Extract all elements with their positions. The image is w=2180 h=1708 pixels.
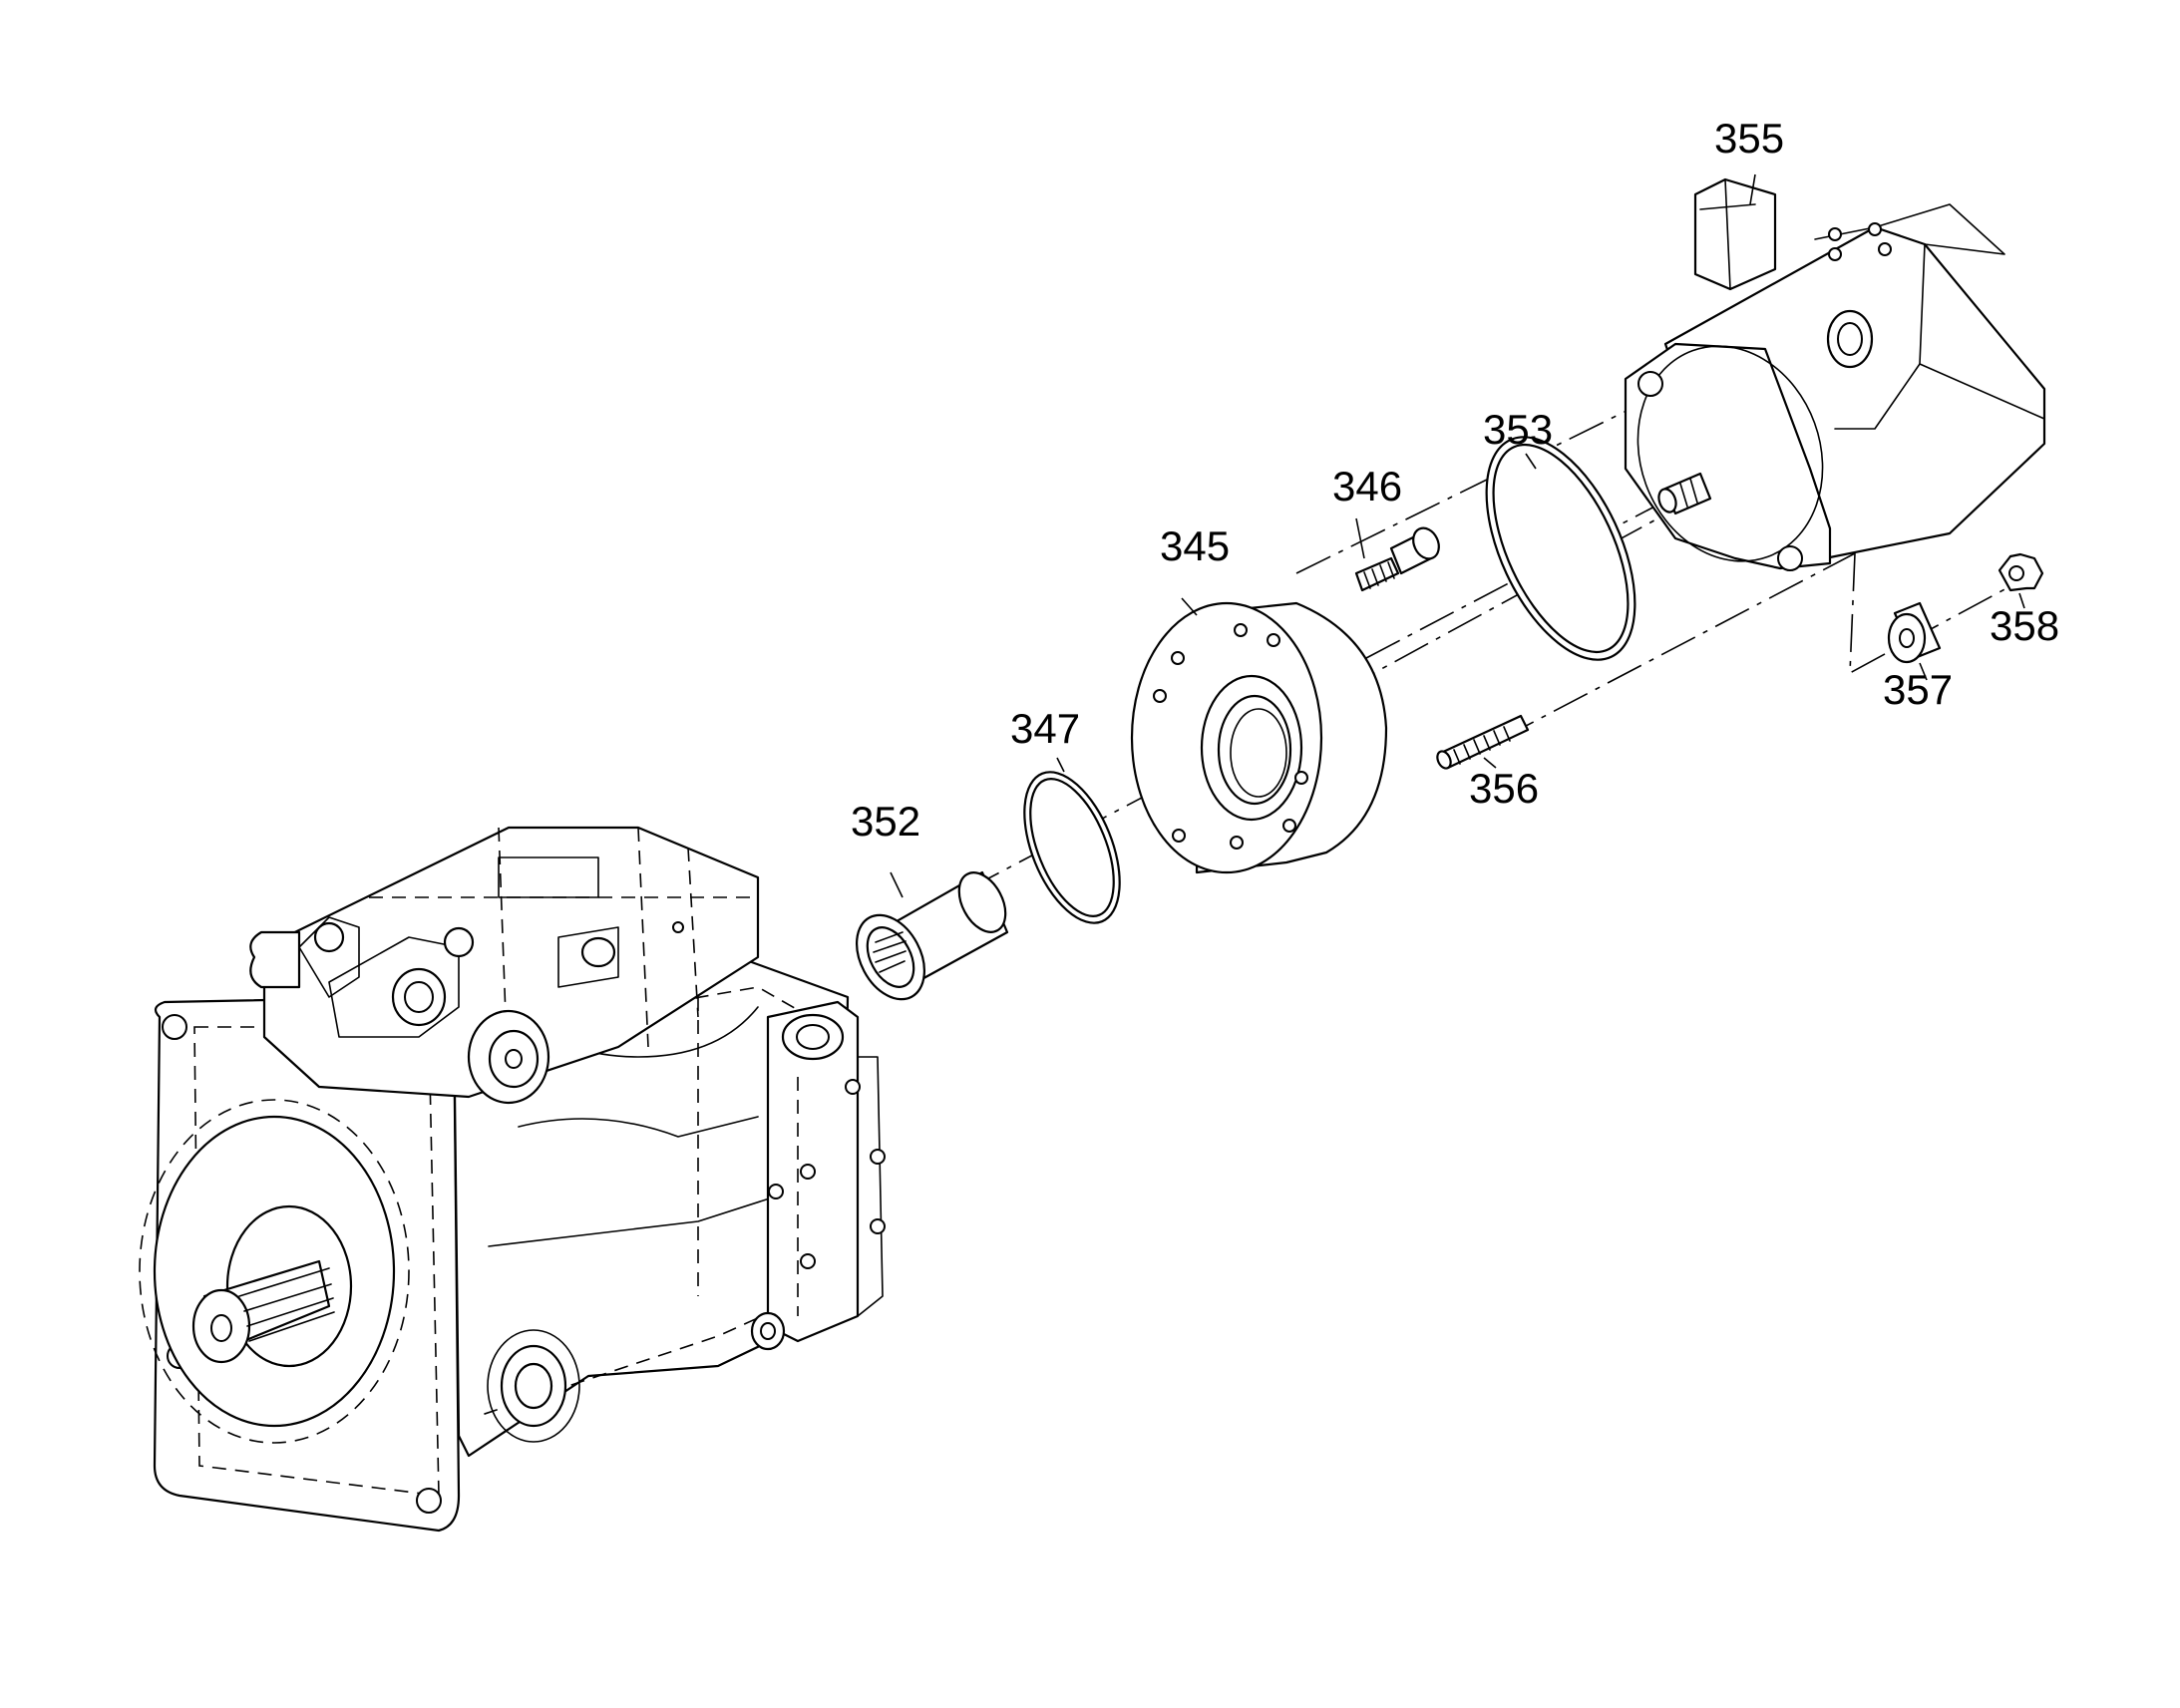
callout-352: 352 bbox=[851, 798, 920, 845]
callouts: 345 346 347 352 353 355 356 357 358 bbox=[851, 115, 2059, 845]
adapter-bolt-hole-icon bbox=[1234, 623, 1248, 637]
adapter-bolt-hole-icon bbox=[1172, 829, 1186, 843]
o-ring-347 bbox=[1023, 771, 1121, 924]
adapter-bolt-hole-icon bbox=[1294, 771, 1308, 785]
callout-347: 347 bbox=[1010, 705, 1080, 752]
flange-bolt-hole-icon bbox=[416, 1488, 442, 1514]
adapter-bolt-hole-icon bbox=[1267, 633, 1280, 647]
callout-358: 358 bbox=[1990, 602, 2059, 649]
pump-bolt-hole-icon bbox=[1777, 545, 1803, 571]
stud-356 bbox=[1436, 714, 1530, 770]
flange-bolt-hole-icon bbox=[162, 1014, 187, 1040]
adapter-bolt-hole-icon bbox=[1153, 689, 1167, 703]
leader-lines bbox=[890, 173, 2025, 898]
gear-pump-355 bbox=[1624, 177, 2046, 571]
adapter-bolt-hole-icon bbox=[1171, 651, 1185, 665]
coupling-sleeve-352 bbox=[856, 870, 1009, 1001]
callout-345: 345 bbox=[1160, 522, 1230, 569]
adapter-flange-345 bbox=[1130, 601, 1388, 874]
callout-346: 346 bbox=[1332, 463, 1402, 510]
callout-355: 355 bbox=[1714, 115, 1784, 162]
o-ring-353 bbox=[1485, 436, 1636, 661]
callout-353: 353 bbox=[1483, 406, 1553, 453]
main-pump-assembly bbox=[139, 826, 886, 1533]
callout-357: 357 bbox=[1883, 666, 1953, 713]
callout-356: 356 bbox=[1469, 765, 1539, 812]
cap-screw-346 bbox=[1354, 526, 1440, 592]
adapter-bolt-hole-icon bbox=[1282, 819, 1296, 833]
pump-bolt-hole-icon bbox=[1637, 371, 1663, 397]
hex-nut-358 bbox=[1998, 552, 2044, 592]
adapter-bolt-hole-icon bbox=[1230, 836, 1244, 850]
washer-357 bbox=[1887, 601, 1942, 664]
